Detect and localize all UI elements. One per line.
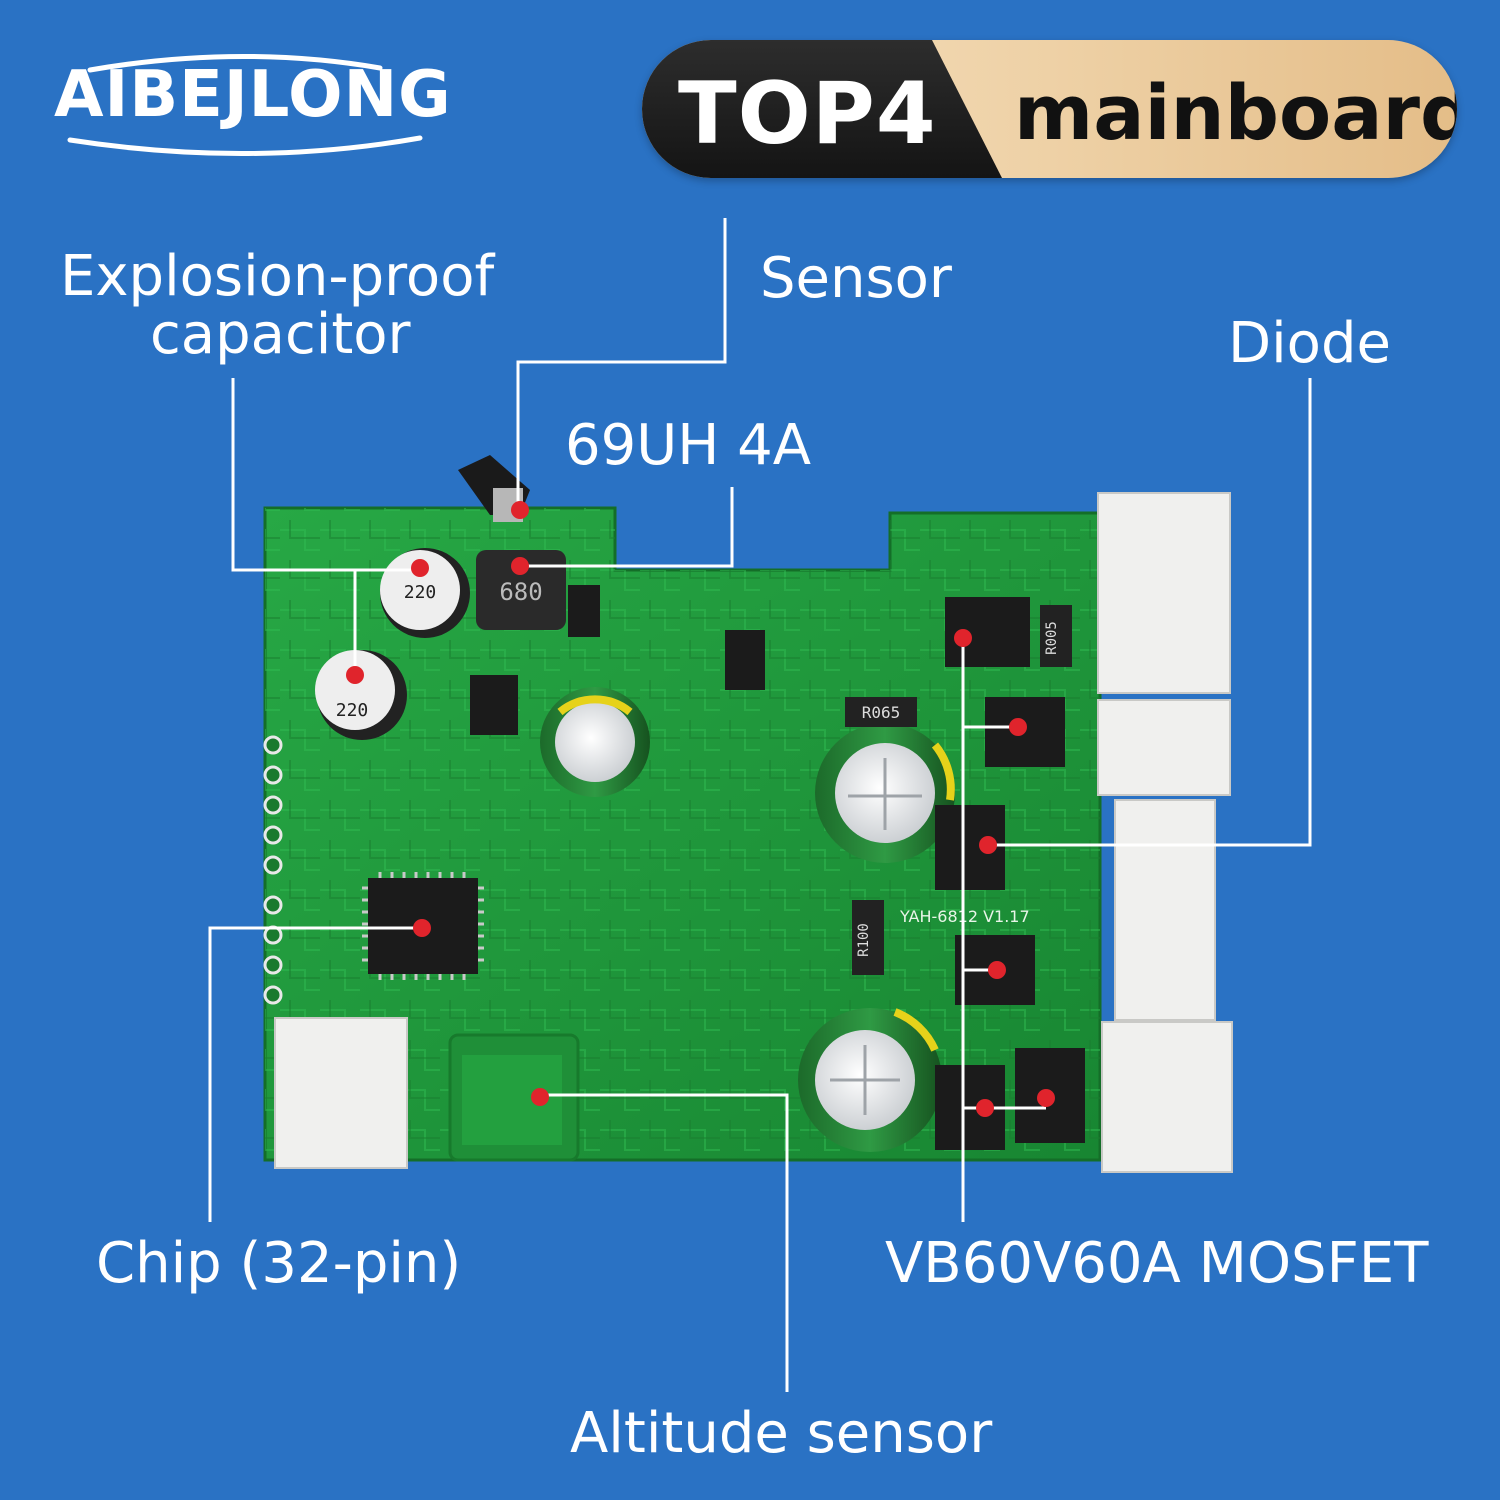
diode-component xyxy=(568,585,600,637)
label-diode: Diode xyxy=(1228,311,1391,376)
label-altitude-sensor: Altitude sensor xyxy=(570,1401,993,1466)
brand-name: AIBEJLONG xyxy=(54,58,452,132)
marker-mosfet-5 xyxy=(1037,1089,1055,1107)
inductor-component: 680 xyxy=(476,550,566,630)
leader-line-altitude-sensor xyxy=(540,1093,789,1392)
label-chip: Chip (32-pin) xyxy=(96,1231,462,1296)
bulk-capacitor-1 xyxy=(540,687,650,797)
leader-lines xyxy=(208,218,1312,1392)
marker-sensor xyxy=(511,501,529,519)
shunt-resistors: R005 R065 R100 xyxy=(845,605,1072,975)
altitude-sensor-module xyxy=(448,1033,580,1162)
component-markers xyxy=(346,501,1055,1117)
label-inductor: 69UH 4A xyxy=(565,413,812,478)
marker-capacitor-1 xyxy=(411,559,429,577)
marker-capacitor-2 xyxy=(346,666,364,684)
logo-swoosh-icon xyxy=(67,54,423,157)
label-sensor: Sensor xyxy=(760,246,952,311)
leader-line-chip xyxy=(208,926,422,1222)
bulk-capacitor-3 xyxy=(798,1008,942,1152)
product-model: TOP4 xyxy=(678,64,937,164)
brand-logo: AIBEJLONG xyxy=(50,50,451,165)
title-banner: TOP4 mainboard xyxy=(642,40,1457,178)
marker-diode xyxy=(979,836,997,854)
ic-component xyxy=(725,630,765,690)
ic-component xyxy=(470,675,518,735)
pin-header xyxy=(263,735,283,1005)
resistor-2-marking: R065 xyxy=(862,703,901,722)
bulk-capacitor-2 xyxy=(815,723,955,863)
capacitor-2-marking: 220 xyxy=(336,700,369,721)
resistor-3-marking: R100 xyxy=(856,923,872,957)
label-explosion-proof-line1: Explosion-proof xyxy=(60,244,495,309)
marker-mosfet-4 xyxy=(976,1099,994,1117)
pcb-board xyxy=(263,506,1102,1162)
marker-inductor xyxy=(511,557,529,575)
leader-line-capacitor-1 xyxy=(231,378,420,572)
label-mosfet: VB60V60A MOSFET xyxy=(885,1231,1429,1296)
leader-line-sensor xyxy=(516,218,727,510)
marker-altitude-sensor xyxy=(531,1088,549,1106)
marker-mosfet-1 xyxy=(954,629,972,647)
inductor-marking: 680 xyxy=(499,578,542,606)
label-explosion-proof-capacitor: Explosion-proof capacitor xyxy=(60,248,494,364)
leader-line-diode xyxy=(988,378,1312,847)
label-explosion-proof-line2: capacitor xyxy=(150,302,411,367)
leader-line-inductor xyxy=(520,487,734,568)
marker-mosfet-2 xyxy=(1009,718,1027,736)
marker-mosfet-3 xyxy=(988,961,1006,979)
capacitor-1-marking: 220 xyxy=(404,582,437,603)
title-banner-dark-segment xyxy=(642,40,1002,178)
product-subtitle: mainboard xyxy=(1014,68,1457,157)
explosion-proof-capacitor-2: 220 xyxy=(315,650,407,740)
connectors xyxy=(274,492,1233,1173)
resistor-1-marking: R005 xyxy=(1044,621,1060,655)
marker-chip xyxy=(413,919,431,937)
